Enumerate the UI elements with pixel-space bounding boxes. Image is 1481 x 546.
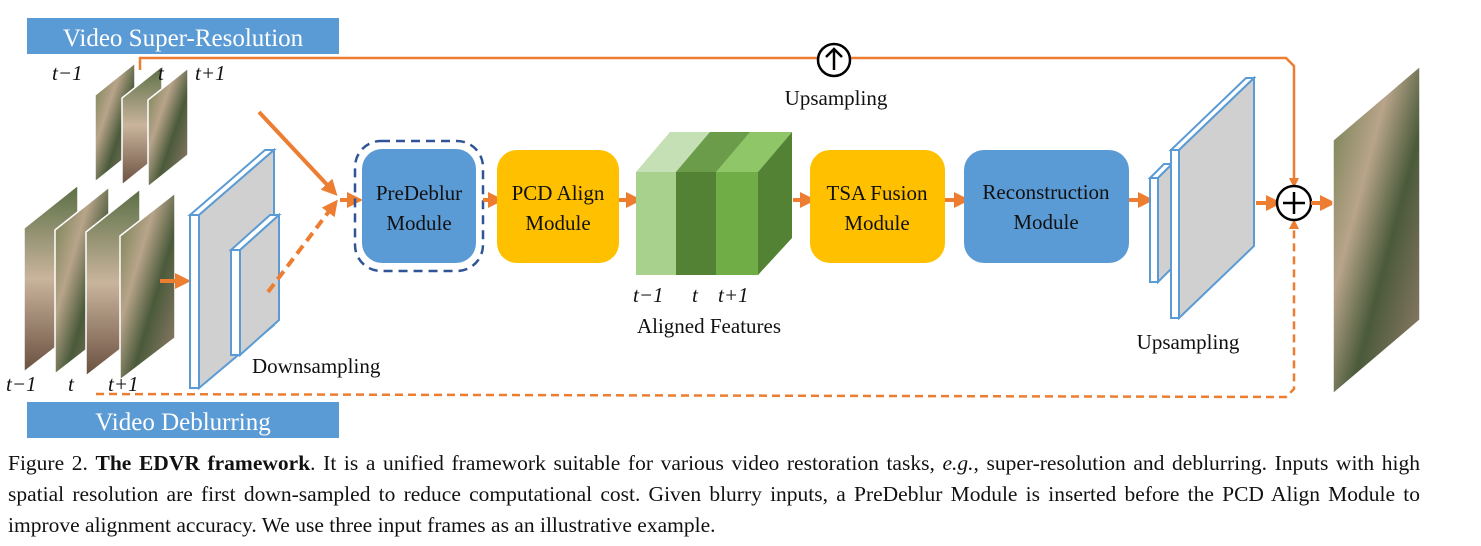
deblur-input-frames — [23, 183, 176, 382]
output-frame — [1332, 64, 1421, 396]
feature-label-next: t+1 — [718, 283, 749, 307]
aligned-feature-maps — [636, 132, 792, 275]
caption-prefix: Figure 2. — [8, 451, 88, 475]
reconstruction-line1: Reconstruction — [982, 180, 1110, 204]
feature-cube-1-top — [636, 132, 710, 172]
sr-label-prev: t−1 — [52, 61, 83, 85]
tsa-fusion-module: TSA Fusion Module — [810, 150, 945, 263]
feature-cube-2-top — [676, 132, 750, 172]
sr-input-frames — [94, 61, 189, 189]
feature-cube-3-top — [716, 132, 792, 172]
top-banner-label: Video Super-Resolution — [63, 25, 304, 52]
edvr-diagram: Video Super-Resolution Video Deblurring … — [6, 18, 1421, 438]
feature-cube-3-side — [758, 132, 792, 275]
reconstruction-module: Reconstruction Module — [964, 150, 1129, 263]
arrow-sr-to-predeblur — [257, 110, 338, 196]
upsampling-bottom-label: Upsampling — [1137, 330, 1240, 354]
tsa-line1: TSA Fusion — [827, 181, 928, 205]
aligned-features-label: Aligned Features — [637, 314, 781, 338]
bottom-banner-label: Video Deblurring — [95, 409, 271, 436]
downsampling-label: Downsampling — [252, 354, 381, 378]
deblur-label-cur: t — [68, 372, 75, 396]
pcd-line1: PCD Align — [512, 181, 605, 205]
add-node — [1275, 184, 1313, 222]
predeblur-line2: Module — [386, 211, 451, 235]
predeblur-module: PreDeblur Module — [353, 139, 485, 273]
feature-label-prev: t−1 — [633, 283, 664, 307]
caption-eg: e.g. — [942, 451, 974, 475]
upsampling-top-label: Upsampling — [785, 86, 888, 110]
caption-text-2: , super-resolution and deblurring. Input… — [8, 451, 1420, 537]
downsampling-block — [187, 147, 282, 391]
reconstruction-line2: Module — [1013, 210, 1078, 234]
upsampling-block — [1147, 75, 1257, 321]
caption-text-1: . It is a unified framework suitable for… — [310, 451, 943, 475]
tsa-line2: Module — [844, 211, 909, 235]
deblur-label-next: t+1 — [108, 372, 139, 396]
predeblur-line1: PreDeblur — [376, 181, 462, 205]
deblur-frame-4 — [119, 191, 176, 382]
sr-label-next: t+1 — [195, 61, 226, 85]
bottom-banner: Video Deblurring — [27, 402, 339, 438]
sr-skip-connection — [138, 56, 1299, 188]
sr-label-cur: t — [158, 61, 165, 85]
arrow-downsampled-to-predeblur — [266, 199, 338, 294]
pcd-line2: Module — [525, 211, 590, 235]
feature-cube-1-front — [636, 172, 676, 275]
sr-frame-3 — [147, 66, 189, 189]
pcd-align-module: PCD Align Module — [497, 150, 619, 263]
figure-caption: Figure 2. The EDVR framework. It is a un… — [8, 448, 1420, 541]
feature-cube-2-front — [676, 172, 716, 275]
top-banner: Video Super-Resolution — [27, 18, 339, 54]
feature-cube-3-front — [716, 172, 758, 275]
upsampling-top-icon — [816, 42, 852, 78]
feature-label-cur: t — [692, 283, 699, 307]
deblur-label-prev: t−1 — [6, 372, 37, 396]
caption-title: The EDVR framework — [95, 451, 311, 475]
